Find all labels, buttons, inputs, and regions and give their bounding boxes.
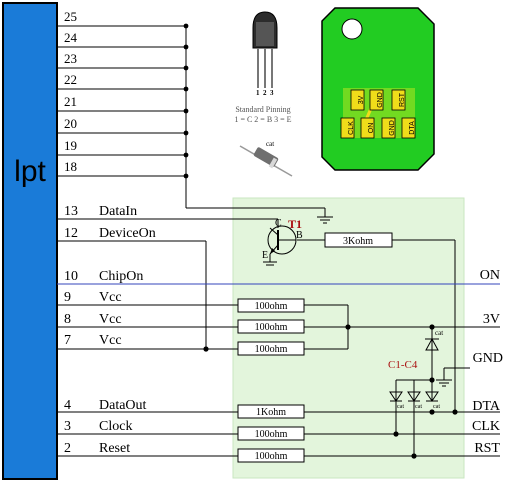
diode3-cat-label: cat <box>433 404 440 410</box>
resistor-clk-value: 100ohm <box>255 429 288 440</box>
chip-card <box>321 7 435 171</box>
pin-12-number: 12 <box>64 226 78 241</box>
diode-array <box>389 391 439 402</box>
pin-4-name: DataOut <box>99 398 147 413</box>
output-rst-label: RST <box>474 441 500 456</box>
pin-2-name: Reset <box>99 441 130 456</box>
resistor-dta-value: 1Kohm <box>256 407 286 418</box>
pin-10-name: ChipOn <box>99 269 143 284</box>
contact-gnd-bottom: GND <box>389 120 396 136</box>
junction-dots <box>203 324 458 459</box>
resistor-base <box>324 232 393 248</box>
transistor-c-label: C <box>275 218 282 229</box>
diode-illustration-cat: cat <box>266 140 274 148</box>
output-dta-label: DTA <box>472 399 501 414</box>
resistor-vcc2 <box>237 319 305 334</box>
resistor-clk <box>237 426 305 441</box>
output-gnd-label: GND <box>473 351 503 366</box>
diode-illustration <box>239 145 293 177</box>
output-clk-label: CLK <box>472 419 500 434</box>
resistor-rst <box>237 448 305 463</box>
resistor-vcc1-value: 100ohm <box>255 301 288 312</box>
package-pin-1: 1 <box>256 89 260 97</box>
package-pin-3: 3 <box>270 89 274 97</box>
contact-dta: DTA <box>409 121 416 135</box>
pin-4-number: 4 <box>64 398 71 413</box>
contact-gnd-top: GND <box>377 92 384 108</box>
resistor-base-value: 3Kohm <box>343 236 373 247</box>
zener-cat-label: cat <box>435 329 443 337</box>
transistor-e-label: E <box>262 250 268 261</box>
resistor-vcc3 <box>237 341 305 356</box>
pin-8-number: 8 <box>64 312 71 327</box>
zener-diode <box>425 337 439 356</box>
diode-group-label: C1-C4 <box>388 359 418 371</box>
pin-12-name: DeviceOn <box>99 226 156 241</box>
transistor-package-illustration <box>252 11 278 88</box>
chip-contacts <box>340 89 416 139</box>
resistor-rst-value: 100ohm <box>255 451 288 462</box>
output-on-label: ON <box>480 268 500 283</box>
contact-3v: 3V <box>358 95 365 104</box>
pin-23-number: 23 <box>64 51 77 66</box>
pin-22-number: 22 <box>64 72 77 87</box>
pin-8-name: Vcc <box>99 312 122 327</box>
pin-2-number: 2 <box>64 441 71 456</box>
transistor-name: T1 <box>288 217 302 231</box>
transistor-t1 <box>263 225 297 266</box>
pin-24-number: 24 <box>64 30 78 45</box>
pin-18-number: 18 <box>64 159 77 174</box>
output-3v-label: 3V <box>483 312 500 327</box>
contact-rst: RST <box>399 92 406 107</box>
pin-3-number: 3 <box>64 419 71 434</box>
pinning-legend: 1 = C 2 = B 3 = E <box>234 115 291 124</box>
resistor-vcc1 <box>237 298 305 313</box>
pins-25-18 <box>57 25 333 224</box>
pin-13-number: 13 <box>64 204 78 219</box>
connector-label: lpt <box>14 155 46 188</box>
pin-13-name: DataIn <box>99 204 137 219</box>
wires <box>57 218 500 457</box>
contact-on: ON <box>368 123 375 134</box>
pin-19-number: 19 <box>64 138 77 153</box>
pinning-title: Standard Pinning <box>235 105 290 114</box>
pin-25-number: 25 <box>64 9 77 24</box>
transistor-b-label: B <box>296 230 303 241</box>
pin-9-name: Vcc <box>99 290 122 305</box>
pin-3-name: Clock <box>99 419 132 434</box>
diode1-cat-label: cat <box>397 404 404 410</box>
resistor-vcc3-value: 100ohm <box>255 344 288 355</box>
pin-9-number: 9 <box>64 290 71 305</box>
contact-clk: CLK <box>348 121 355 135</box>
pin-10-number: 10 <box>64 269 78 284</box>
resistor-dta <box>237 404 305 419</box>
package-pin-2: 2 <box>263 89 267 97</box>
resistor-vcc2-value: 100ohm <box>255 322 288 333</box>
pin-7-name: Vcc <box>99 333 122 348</box>
diode2-cat-label: cat <box>415 404 422 410</box>
pin-21-number: 21 <box>64 94 77 109</box>
pin-7-number: 7 <box>64 333 71 348</box>
junction-dots-top <box>183 23 189 179</box>
lpt-connector <box>2 2 58 480</box>
pin-20-number: 20 <box>64 116 77 131</box>
